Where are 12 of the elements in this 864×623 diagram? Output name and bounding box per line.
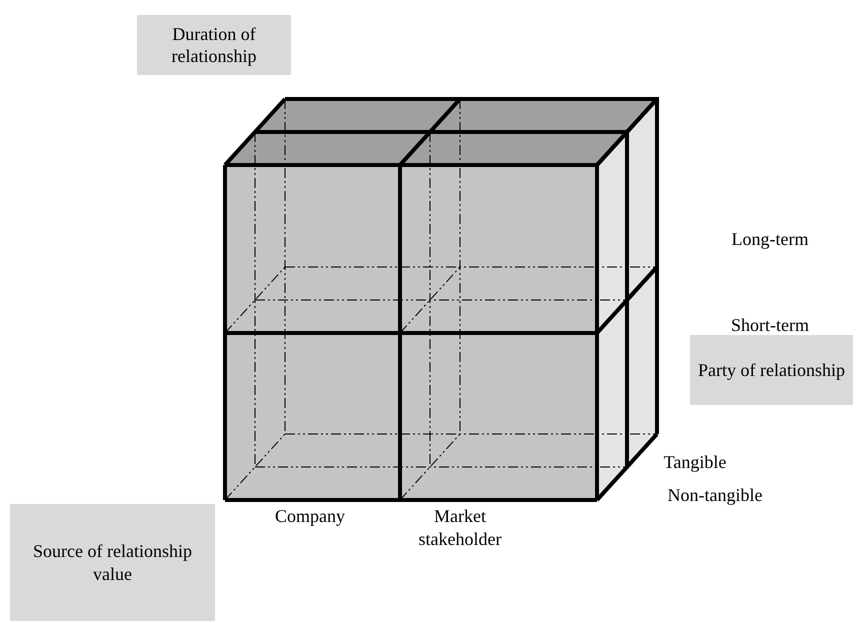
label-box <box>690 335 853 405</box>
label-box <box>137 15 291 75</box>
box-label: Source of relationship value <box>32 540 193 585</box>
box-label: Party of relationship <box>698 358 845 382</box>
axis-label: Short-term <box>730 314 810 336</box>
box-label: Duration of relationship <box>170 22 258 68</box>
label-box <box>10 504 215 621</box>
axis-label: Market stakeholder <box>418 505 502 550</box>
axis-label: Tangible <box>662 451 728 474</box>
axis-label: Company <box>274 505 346 528</box>
axis-label: Long-term <box>730 228 810 250</box>
axis-label: Non-tangible <box>666 484 764 506</box>
